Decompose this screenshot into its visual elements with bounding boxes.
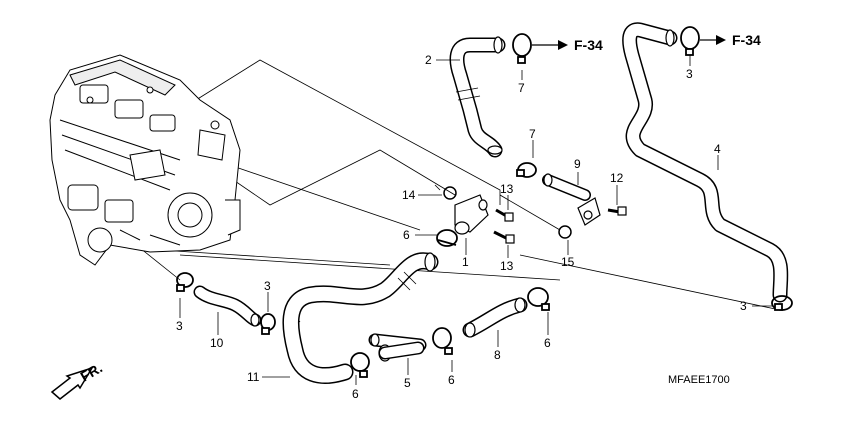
fr-direction-arrow: FR. <box>50 359 105 400</box>
clamp-3-top <box>680 26 700 56</box>
hose-10 <box>193 285 262 327</box>
callout-10: 10 <box>210 336 224 350</box>
callout-4: 4 <box>714 142 721 156</box>
engine-block <box>49 54 241 266</box>
clamp-7-mid <box>516 162 537 178</box>
callout-5: 5 <box>404 376 411 390</box>
hose-clamps <box>176 26 793 378</box>
clamp-3-mid <box>260 313 276 335</box>
o-ring-14 <box>443 186 457 200</box>
callout-6-lower: 6 <box>352 387 359 401</box>
o-ring-15 <box>558 225 572 239</box>
callout-6-mid: 6 <box>448 373 455 387</box>
pipe-5 <box>368 333 427 362</box>
callout-7-mid: 7 <box>529 127 536 141</box>
hose-4 <box>622 22 789 303</box>
callout-3-left: 3 <box>176 319 183 333</box>
callout-3-right: 3 <box>740 299 747 313</box>
callout-leaders <box>179 55 772 385</box>
clamp-7-top <box>512 33 532 64</box>
hose-11 <box>282 252 439 384</box>
ref-label-f34-right: F-34 <box>732 32 761 48</box>
callout-numbers: 2 7 3 4 7 9 12 14 13 6 1 13 15 3 10 3 11… <box>176 53 747 401</box>
bolt-13-lower <box>493 230 515 244</box>
ref-arrow-left: F-34 <box>532 37 603 53</box>
clamp-6-right <box>527 287 550 311</box>
hose-8 <box>462 297 528 338</box>
clamp-3-left <box>176 272 194 292</box>
callout-8: 8 <box>494 348 501 362</box>
pipe-9 <box>542 173 601 226</box>
bolt-13-upper <box>495 208 514 222</box>
bolt-12 <box>607 206 627 216</box>
callout-13-upper: 13 <box>500 182 514 196</box>
arrow-icon <box>50 366 94 400</box>
callout-9: 9 <box>574 157 581 171</box>
joint-1 <box>454 194 489 235</box>
callout-6-right: 6 <box>544 336 551 350</box>
callout-13-lower: 13 <box>500 259 514 273</box>
ref-arrow-right: F-34 <box>700 32 761 48</box>
callout-1: 1 <box>462 255 469 269</box>
diagram-code: MFAEE1700 <box>668 374 730 386</box>
callout-7-top: 7 <box>518 81 525 95</box>
callout-12: 12 <box>610 171 624 185</box>
callout-3-top: 3 <box>686 67 693 81</box>
callout-14: 14 <box>402 188 416 202</box>
clamp-6-mid <box>432 327 453 355</box>
callout-11: 11 <box>247 370 260 384</box>
clamp-6-joint <box>436 229 458 247</box>
callout-3-mid: 3 <box>264 279 271 293</box>
hose-2 <box>449 36 506 158</box>
clamp-3-right <box>771 295 793 311</box>
callout-15: 15 <box>561 255 575 269</box>
callout-2: 2 <box>425 53 432 67</box>
callout-6-joint: 6 <box>403 228 410 242</box>
ref-label-f34-left: F-34 <box>574 37 603 53</box>
clamp-6-lower <box>350 352 370 378</box>
